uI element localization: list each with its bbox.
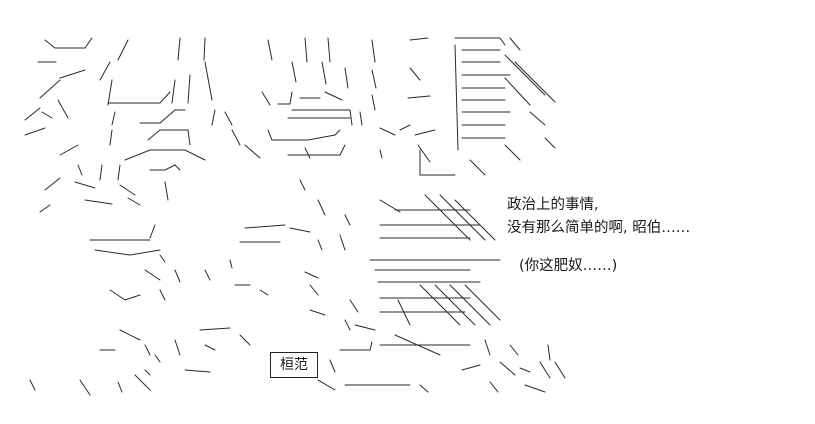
dialogue-line-2: 没有那么简单的啊, 昭伯…… (507, 220, 691, 236)
inner-thought: (你这肥奴……) (519, 258, 618, 274)
hair-left (24, 37, 241, 213)
collar-right (309, 194, 551, 361)
hair-right (409, 37, 556, 176)
dialogue-text: 政治上的事情, 没有那么简单的啊, 昭伯…… (507, 194, 690, 240)
hair-center (244, 37, 431, 159)
lower-body (29, 327, 566, 396)
dialogue-line-1: 政治上的事情, (507, 197, 599, 213)
speaker-name-box: 桓范 (270, 352, 318, 378)
face (89, 179, 351, 301)
